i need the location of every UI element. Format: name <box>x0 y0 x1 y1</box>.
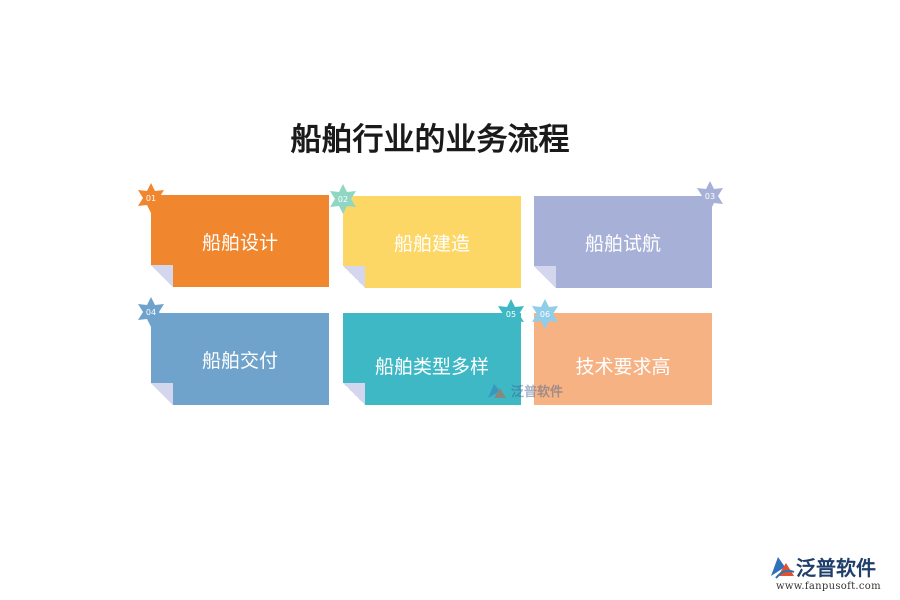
card-label: 船舶类型多样 <box>374 355 489 378</box>
star-badge-icon: 01 <box>135 182 167 214</box>
page-title: 船舶行业的业务流程 <box>290 122 570 158</box>
brand-url: www.fanpusoft.com <box>776 581 881 592</box>
card-ship-types: 船舶类型多样 <box>343 313 521 405</box>
watermark-text: 泛普软件 <box>511 385 564 400</box>
star-badge-icon: 03 <box>694 180 726 212</box>
star-badge-icon: 05 <box>495 298 527 330</box>
badge-number: 01 <box>145 193 157 203</box>
fanpu-logo-icon <box>488 383 506 398</box>
badge-number: 06 <box>539 309 551 319</box>
page-fold <box>343 266 365 288</box>
badge-number: 03 <box>704 191 716 201</box>
page-fold <box>151 265 173 287</box>
badge-number: 05 <box>505 309 517 319</box>
card-label: 船舶交付 <box>201 349 278 372</box>
card-label: 船舶试航 <box>584 232 661 255</box>
watermark: 泛普软件 <box>486 381 563 400</box>
card-ship-building: 船舶建造 <box>343 196 521 288</box>
star-badge-icon: 02 <box>327 183 359 215</box>
card-label: 船舶建造 <box>393 232 470 255</box>
badge-number: 04 <box>145 307 157 317</box>
star-badge-icon: 06 <box>529 298 561 330</box>
badge-number: 02 <box>337 194 349 204</box>
card-sea-trial: 船舶试航 <box>534 196 712 288</box>
card-ship-delivery: 船舶交付 <box>151 313 329 405</box>
page-fold <box>534 266 556 288</box>
star-badge-icon: 04 <box>135 296 167 328</box>
card-ship-design: 船舶设计 <box>151 195 329 287</box>
card-label: 船舶设计 <box>201 231 278 254</box>
fanpu-logo-icon <box>771 557 795 579</box>
brand-name: 泛普软件 <box>796 556 876 580</box>
brand-logo: 泛普软件 www.fanpusoft.com <box>768 552 894 596</box>
card-high-tech-requirements: 技术要求高 <box>534 313 712 405</box>
card-label: 技术要求高 <box>575 355 671 378</box>
page-fold <box>343 383 365 405</box>
page-fold <box>151 383 173 405</box>
